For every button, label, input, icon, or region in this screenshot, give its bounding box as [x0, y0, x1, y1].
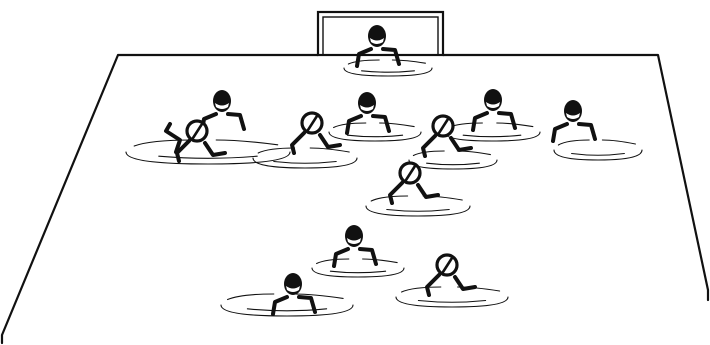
water-ripple	[554, 140, 642, 160]
water-ripple	[126, 140, 290, 164]
water-ripple	[366, 196, 470, 216]
player-left-arm	[334, 249, 348, 266]
water-ripple-inner	[572, 154, 625, 156]
player-field-player-player-3	[329, 92, 421, 141]
player-field-player-player-2	[177, 121, 225, 161]
water-ripple-inner	[463, 135, 521, 137]
player-left-arm	[553, 124, 567, 141]
player-field-player-player-6	[409, 116, 497, 169]
player-field-player-player-1	[126, 90, 290, 164]
player-left-arm	[390, 183, 402, 203]
player-right-arm	[205, 143, 225, 155]
water-ripple	[396, 287, 508, 307]
player-field-player-player-7	[553, 100, 642, 160]
player-left-arm	[423, 136, 435, 156]
water-ripple	[253, 148, 357, 168]
pool-boundary	[2, 55, 708, 343]
player-right-arm	[228, 114, 244, 129]
player-field-player-player-4	[253, 113, 357, 168]
player-left-arm	[473, 113, 487, 130]
player-left-arm	[292, 133, 304, 153]
water-ripple-inner	[274, 162, 336, 164]
player-right-arm	[418, 185, 438, 197]
player-right-arm	[320, 135, 340, 147]
player-left-arm	[273, 297, 287, 314]
player-raised-arm	[166, 124, 180, 152]
water-ripple-inner	[387, 210, 449, 212]
player-field-player-player-5	[444, 89, 540, 141]
player-field-player-player-9	[312, 225, 404, 277]
player-field-player-player-10	[221, 273, 353, 316]
player-left-arm	[427, 275, 439, 295]
water-ripple-inner	[418, 301, 485, 303]
water-ripple	[329, 123, 421, 141]
player-right-arm	[360, 249, 376, 264]
water-ripple-inner	[159, 156, 257, 158]
water-ripple-inner	[330, 271, 385, 273]
water-ripple	[312, 259, 404, 277]
player-right-arm	[499, 113, 515, 128]
player-left-arm	[347, 116, 361, 133]
water-ripple-inner	[362, 71, 415, 72]
water-ripple-inner	[347, 135, 402, 137]
player-field-player-player-11	[396, 255, 508, 307]
water-ripple-inner	[427, 163, 480, 165]
players	[126, 25, 642, 316]
player-field-player-player-8	[366, 163, 470, 216]
player-right-arm	[579, 124, 595, 139]
water-ripple	[409, 151, 497, 169]
water-ripple	[444, 123, 540, 141]
